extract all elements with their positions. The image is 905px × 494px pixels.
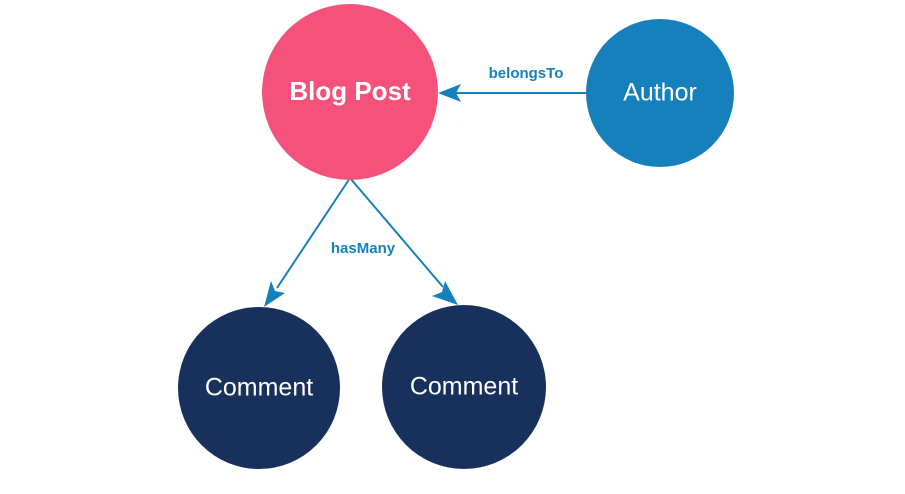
edge-belongs-to[interactable]: belongsTo (438, 65, 586, 102)
node-author[interactable]: Author (586, 19, 734, 167)
node-comment-left[interactable]: Comment (178, 307, 340, 469)
edge-has-many-left-arrowhead-icon (264, 281, 285, 307)
node-blog-post-label: Blog Post (289, 76, 411, 106)
edge-has-many-label-halo: hasMany (331, 240, 396, 257)
edge-has-many-label-group: hasMany hasMany (328, 237, 399, 260)
node-comment-left-circle (178, 307, 340, 469)
edge-has-many-left-line (276, 177, 351, 289)
edge-has-many-label: hasMany (331, 240, 396, 257)
edge-has-many-right-line (349, 177, 444, 288)
edge-has-many-left[interactable] (264, 177, 351, 307)
node-comment-right-label: Comment (410, 373, 518, 401)
node-author-label: Author (623, 79, 697, 107)
node-blog-post-circle (262, 4, 438, 180)
edge-has-many-right-arrowhead-icon (432, 281, 458, 305)
node-comment-right[interactable]: Comment (382, 305, 546, 469)
node-comment-right-circle (382, 305, 546, 469)
node-author-circle (586, 19, 734, 167)
edge-belongs-to-arrowhead-icon (438, 84, 461, 102)
edge-has-many-right[interactable] (349, 177, 458, 305)
node-blog-post[interactable]: Blog Post (262, 4, 438, 180)
node-comment-left-label: Comment (205, 374, 313, 402)
edge-belongs-to-label: belongsTo (489, 65, 564, 82)
